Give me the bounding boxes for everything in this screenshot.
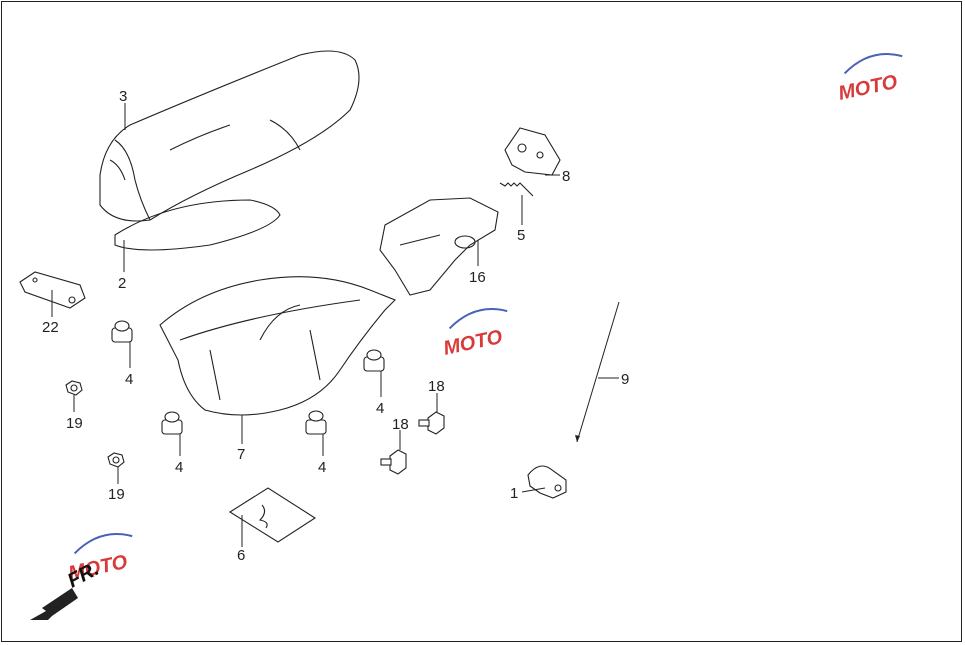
part-clamp [527,465,567,499]
callout-19: 19 [108,486,125,503]
watermark-text: MOTO [836,71,899,105]
callout-7: 7 [237,446,245,463]
callout-16: 16 [469,269,486,286]
leader-lines [51,103,619,547]
callout-19: 19 [66,415,83,432]
part-8-latch [504,127,561,176]
part-nut-a [65,380,83,396]
part-seat-seal [114,199,281,251]
callout-4: 4 [318,459,326,476]
part-cable [575,301,620,443]
callout-4: 4 [376,400,384,417]
part-seat [99,50,360,222]
part-16-bracket [379,197,499,296]
callout-18: 18 [428,378,445,395]
callout-4: 4 [125,371,133,388]
part-damper-a [111,320,133,343]
part-damper-d [363,349,385,372]
callout-2: 2 [118,275,126,292]
part-damper-b [161,411,183,435]
callout-3: 3 [119,88,127,105]
callout-22: 22 [42,319,59,336]
callout-5: 5 [517,227,525,244]
watermark-top-right: MOTO [836,53,903,105]
part-damper-c [305,410,327,435]
part-bolt-b [380,449,407,475]
part-luggage-box [159,276,396,416]
part-spring [499,182,534,197]
callout-8: 8 [562,168,570,185]
front-arrow-icon [30,588,78,620]
callout-1: 1 [510,485,518,502]
callout-4: 4 [175,459,183,476]
watermark-text: MOTO [441,326,504,360]
watermark-center: MOTO [441,308,508,360]
callout-6: 6 [237,547,245,564]
callout-18: 18 [392,416,409,433]
part-manual [228,487,317,543]
part-nut-b [107,452,125,468]
part-bolt-a [418,411,445,435]
callout-9: 9 [621,371,629,388]
